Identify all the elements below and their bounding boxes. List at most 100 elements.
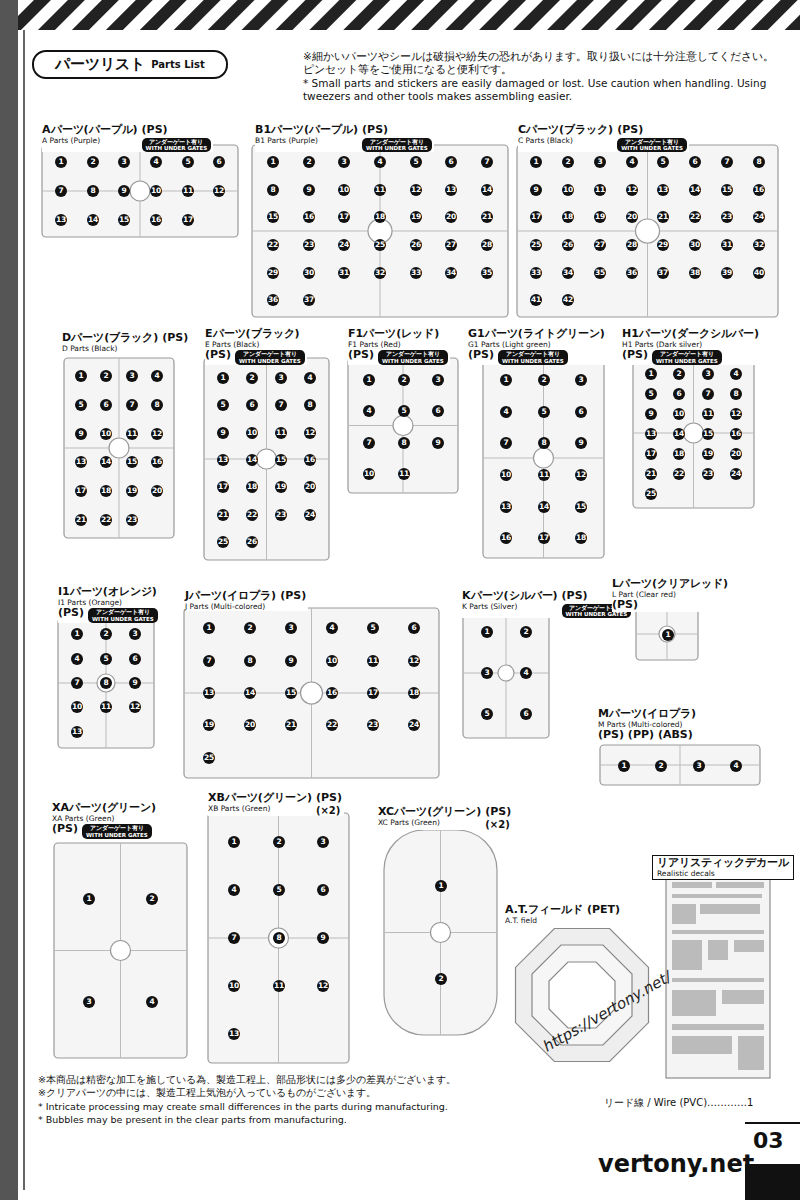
callout-number: 35	[481, 267, 493, 279]
callout-number: 2	[244, 622, 256, 634]
part-name-english: C Parts (Black)	[518, 137, 613, 146]
callout-number: 17	[217, 481, 229, 493]
under-gate-note: WITH UNDER GATES	[382, 358, 444, 364]
part-name: G1パーツ(ライトグリーン)	[468, 328, 605, 341]
callout-number: 34	[445, 267, 457, 279]
callout-number: 4	[730, 368, 742, 380]
callout-number: 5	[100, 653, 112, 665]
callout-number: 3	[702, 368, 714, 380]
callout-number: 2	[303, 156, 315, 168]
callout-number: 4	[626, 156, 638, 168]
callout-number: 15	[285, 687, 297, 699]
callout-number: 4	[520, 667, 532, 679]
callout-number: 8	[87, 185, 99, 197]
callout-number: 11	[374, 184, 386, 196]
part-name-english: XC Parts (Green)	[378, 819, 481, 828]
layout-group: Dパーツ(ブラック)D Parts (Black)	[62, 332, 158, 353]
callout-number: 7	[275, 399, 287, 411]
callout-number: 20	[730, 448, 742, 460]
callout-number: 24	[730, 468, 742, 480]
callout-number: 8	[538, 437, 550, 449]
callout-number: 20	[445, 211, 457, 223]
callout-number: 26	[562, 239, 574, 251]
callout-number: 25	[645, 488, 657, 500]
callout-number: 4	[146, 996, 158, 1008]
callout-number: 10	[150, 185, 162, 197]
layout-group: Eパーツ(ブラック)E Parts (Black)(PS)アンダーゲート有りWI…	[205, 328, 305, 365]
callout-number: 2	[655, 760, 667, 772]
runner-heading: Cパーツ(ブラック)C Parts (Black)(PS)アンダーゲート有りWI…	[518, 124, 689, 152]
manufacturing-note: ※クリアパーツの中には、製造工程上気泡が入っているものがございます。	[38, 1087, 376, 1098]
callout-number: 9	[530, 184, 542, 196]
callout-number: 36	[267, 294, 279, 306]
layout-group: Cパーツ(ブラック)C Parts (Black)	[518, 124, 613, 152]
callout-number: 36	[626, 267, 638, 279]
callout-number: 14	[87, 214, 99, 226]
under-gate-badge: アンダーゲート有りWITH UNDER GATES	[82, 824, 152, 839]
callout-number: 5	[657, 156, 669, 168]
callout-number: 3	[481, 667, 493, 679]
callout-number: 8	[267, 184, 279, 196]
part-name-english: B1 Parts (Purple)	[255, 137, 358, 146]
callout-number: 18	[575, 532, 587, 544]
callout-number: 8	[753, 156, 765, 168]
callout-number: 32	[753, 239, 765, 251]
layout-group: XCパーツ(グリーン)XC Parts (Green)	[378, 806, 481, 830]
callout-number: 10	[228, 980, 240, 992]
callout-number: 12	[151, 428, 163, 440]
callout-number: 31	[721, 239, 733, 251]
under-gate-badge: アンダーゲート有りWITH UNDER GATES	[498, 350, 568, 365]
callout-number: 6	[129, 653, 141, 665]
callout-number: 1	[645, 368, 657, 380]
callout-number: 24	[753, 211, 765, 223]
callout-number: 31	[338, 267, 350, 279]
under-gate-badge: アンダーゲート有りWITH UNDER GATES	[378, 350, 448, 365]
callout-number: 33	[530, 267, 542, 279]
callout-number: 16	[303, 211, 315, 223]
layout-group: H1パーツ(ダークシルバー)H1 Parts (Dark silver)(PS)…	[622, 328, 759, 365]
callout-number: 13	[203, 687, 215, 699]
callout-number: 22	[267, 239, 279, 251]
runner-heading: XBパーツ(グリーン)XB Parts (Green)(PS)(×2)	[208, 792, 344, 816]
callout-number: 3	[126, 370, 138, 382]
callout-number: 12	[408, 655, 420, 667]
layout-group: Kパーツ(シルバー)K Parts (Silver)	[462, 590, 558, 618]
callout-number: 19	[275, 481, 287, 493]
callout-number: 22	[100, 514, 112, 526]
under-gate-note: WITH UNDER GATES	[146, 145, 208, 151]
callout-number: 17	[645, 448, 657, 460]
callout-number: 12	[626, 184, 638, 196]
callout-number: 1	[363, 374, 375, 386]
runner-heading: Jパーツ(イロプラ)J Parts (Multi-colored)(PS)	[185, 590, 308, 611]
callout-number: 2	[435, 973, 447, 985]
runner-heading: Dパーツ(ブラック)D Parts (Black)(PS)	[62, 332, 190, 353]
decal-heading-box: リアリスティックデカールRealistic decals	[652, 855, 794, 880]
under-gate-note: アンダーゲート有り	[96, 609, 150, 616]
callout-number: 7	[721, 156, 733, 168]
part-name-english: A.T. field	[505, 917, 620, 926]
callout-number: 3	[129, 628, 141, 640]
callout-number: 12	[304, 427, 316, 439]
under-gate-badge: アンダーゲート有りWITH UNDER GATES	[88, 608, 158, 623]
callout-number: 5	[75, 399, 87, 411]
part-name: B1パーツ(パープル)	[255, 124, 358, 137]
under-gate-note: アンダーゲート有り	[506, 351, 560, 358]
callout-number: 13	[71, 726, 83, 738]
callout-number: 15	[275, 454, 287, 466]
callout-number: 1	[75, 370, 87, 382]
callout-number: 13	[445, 184, 457, 196]
layout-group: (PS)アンダーゲート有りWITH UNDER GATES	[362, 124, 432, 152]
part-name: XCパーツ(グリーン)	[378, 806, 481, 819]
callout-number: 40	[753, 267, 765, 279]
callout-number: 8	[730, 388, 742, 400]
layout-group: (PS)アンダーゲート有りWITH UNDER GATES	[622, 349, 759, 365]
under-gate-note: アンダーゲート有り	[370, 139, 424, 146]
callout-number: 19	[594, 211, 606, 223]
callout-number: 10	[562, 184, 574, 196]
callout-number: 11	[182, 185, 194, 197]
hazard-stripe	[0, 0, 800, 30]
callout-number: 14	[246, 454, 258, 466]
quantity: (×2)	[485, 819, 509, 831]
callout-number: 22	[673, 468, 685, 480]
callout-number: 33	[410, 267, 422, 279]
